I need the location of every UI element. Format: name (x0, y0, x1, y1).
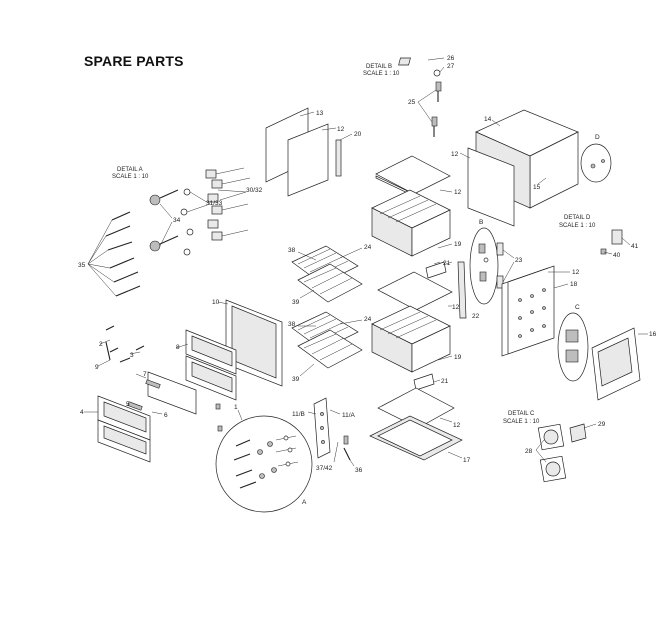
callout-34: 34 (173, 217, 181, 224)
callout-38-lower: 38 (288, 321, 296, 328)
callout-11b: 11/B (292, 411, 305, 418)
callout-25: 25 (408, 99, 416, 106)
detail-a-scale: SCALE 1 : 10 (112, 174, 149, 180)
control-strip (307, 397, 355, 467)
callout-35: 35 (78, 262, 86, 269)
detail-d-name: DETAIL D (564, 215, 591, 221)
detail-a-circle (215, 415, 313, 513)
door-panels-top (265, 107, 353, 197)
detail-b-circle (469, 227, 499, 305)
control-panel (591, 327, 648, 401)
callout-9: 9 (95, 364, 99, 371)
callout-29: 29 (598, 421, 606, 428)
callout-19-upper: 19 (454, 241, 462, 248)
label-a: A (302, 499, 307, 506)
callout-12-lower: 12 (453, 422, 461, 429)
callout-21-upper: 21 (443, 260, 451, 267)
callout-39-lower: 39 (292, 376, 300, 383)
callout-30-32: 30/32 (246, 187, 263, 194)
callout-24-lower: 24 (364, 316, 372, 323)
detail-c-circle (557, 312, 589, 382)
middle-chamber (371, 261, 467, 373)
detail-c-parts (535, 423, 597, 483)
detail-a-components (87, 167, 251, 297)
callout-41: 41 (631, 243, 639, 250)
callout-28: 28 (525, 448, 533, 455)
callout-19-middle: 19 (454, 354, 462, 361)
callout-4: 4 (80, 409, 84, 416)
callout-6: 6 (164, 412, 168, 419)
callout-12-door: 12 (337, 126, 345, 133)
callout-40: 40 (613, 252, 621, 259)
callout-12-back: 12 (572, 269, 580, 276)
callout-12-upper: 12 (454, 189, 462, 196)
hinge-screws (215, 403, 243, 432)
callout-13: 13 (316, 110, 324, 117)
upper-chamber (371, 155, 453, 257)
callout-5: 5 (126, 401, 130, 408)
callout-15: 15 (533, 184, 541, 191)
callout-2: 2 (99, 341, 103, 348)
callout-3: 3 (130, 352, 134, 359)
callout-12-middle: 12 (452, 304, 460, 311)
callout-14: 14 (484, 116, 492, 123)
detail-b-name: DETAIL B (366, 64, 392, 70)
callout-12-side-right: 12 (451, 151, 459, 158)
detail-c-scale: SCALE 1 : 10 (503, 419, 540, 425)
callout-24-upper: 24 (364, 244, 372, 251)
lower-chamber (369, 373, 463, 461)
callout-23: 23 (515, 257, 523, 264)
callout-31-33: 31/33 (206, 200, 223, 207)
detail-d-scale: SCALE 1 : 10 (559, 223, 596, 229)
callout-18: 18 (570, 281, 578, 288)
detail-b-scale: SCALE 1 : 10 (363, 71, 400, 77)
callout-7: 7 (143, 371, 147, 378)
label-c: C (575, 304, 580, 311)
callout-16: 16 (649, 331, 657, 338)
callout-38-upper: 38 (288, 247, 296, 254)
callout-26: 26 (447, 55, 455, 62)
callout-8: 8 (176, 344, 180, 351)
hinge-parts-23 (496, 242, 515, 289)
door-components (84, 299, 283, 463)
callout-17: 17 (463, 457, 471, 464)
callout-10: 10 (212, 299, 220, 306)
callout-11a: 11/A (342, 412, 356, 419)
page-title: SPARE PARTS (84, 53, 184, 69)
back-panel (501, 265, 570, 357)
callout-20: 20 (354, 131, 362, 138)
side-panel-right (467, 147, 515, 227)
callout-36: 36 (355, 467, 363, 474)
callout-21-lower: 21 (441, 378, 449, 385)
hinge-assembly-detail-b (398, 57, 445, 137)
oven-racks (291, 245, 363, 377)
detail-c-name: DETAIL C (508, 411, 535, 417)
callout-39-upper: 39 (292, 299, 300, 306)
callout-22: 22 (472, 313, 480, 320)
detail-d-circle (580, 143, 612, 183)
callout-27: 27 (447, 63, 455, 70)
detail-d-parts (600, 229, 631, 255)
label-b: B (479, 219, 483, 226)
label-d: D (595, 134, 600, 141)
callout-37-42: 37/42 (316, 465, 333, 472)
callout-1: 1 (234, 404, 238, 411)
detail-a-name: DETAIL A (117, 167, 143, 173)
